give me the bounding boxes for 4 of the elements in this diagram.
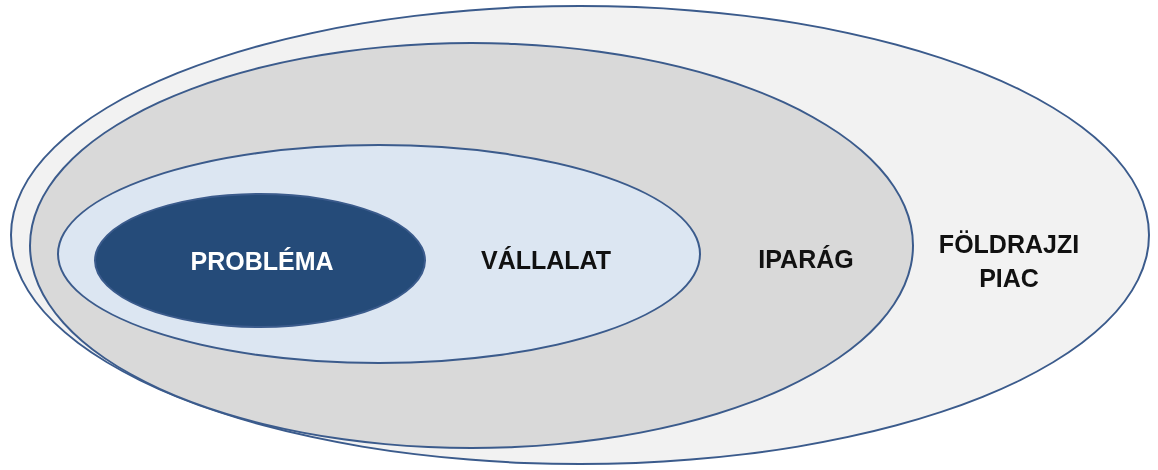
region-label: IPARÁG xyxy=(757,244,855,275)
region-label: FÖLDRAJZI PIAC xyxy=(937,229,1081,294)
region-label: PROBLÉMA xyxy=(189,246,335,277)
region-label: VÁLLALAT xyxy=(479,245,613,276)
